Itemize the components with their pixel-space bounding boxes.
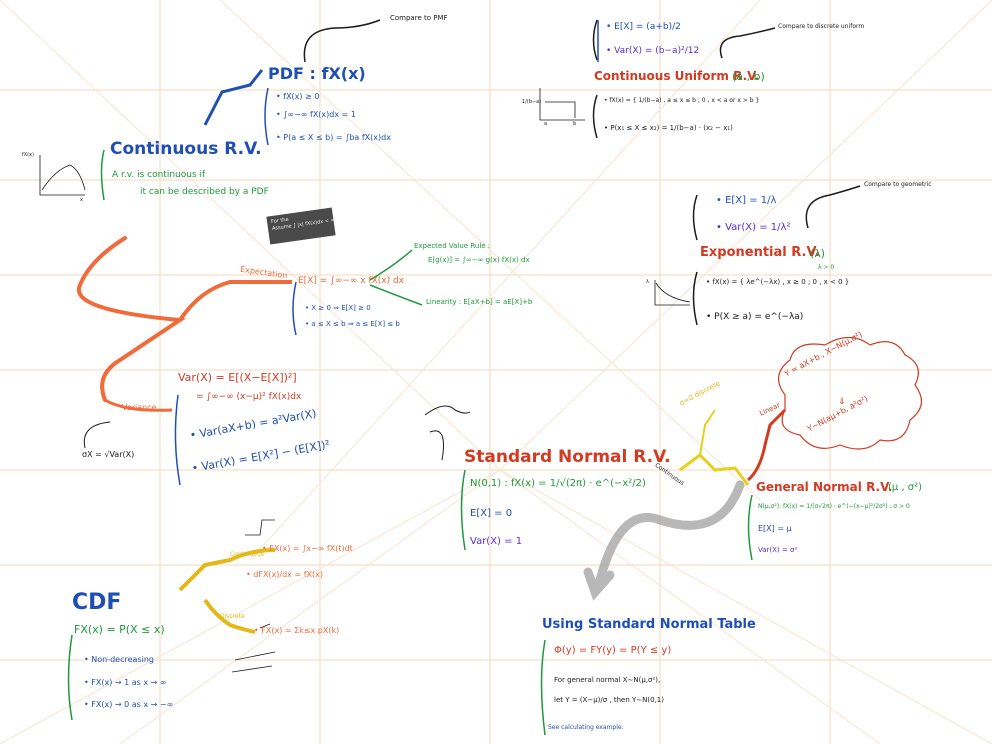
pmf-note-curve [303, 19, 381, 63]
uniform-graph-y-label: 1/(b−a) [522, 99, 542, 105]
cdf-continuous-derivative: • dFX(x)/dx = fX(x) [246, 570, 323, 579]
pdf-property-integral: • ∫∞−∞ fX(x)dx = 1 [276, 110, 356, 119]
cdf-continuous-label: Continuous [230, 551, 264, 558]
cloud-outline [778, 336, 922, 450]
connector-pdf [203, 69, 264, 126]
connector-linear [746, 408, 787, 482]
variance-integral: = ∫∞−∞ (x−μ)² fX(x)dx [196, 392, 302, 402]
bracket-exponential [692, 194, 698, 326]
normal-bell-sketch [424, 405, 471, 461]
variance-definition: Var(X) = E[(X−E[X])²] [178, 371, 297, 384]
connector-expectation [178, 280, 292, 322]
exponential-expectation: • E[X] = 1/λ [716, 195, 777, 206]
uniform-pdf: • fX(x) = { 1/(b−a) , a ≤ x ≤ b ; 0 , x … [604, 97, 760, 104]
uniform-graph-sketch [539, 88, 585, 121]
exponential-note: Compare to geometric [864, 181, 932, 188]
pdf-property-probability: • P(a ≤ X ≤ b) = ∫ba fX(x)dx [276, 133, 391, 142]
cdf-property-nondecreasing: • Non-decreasing [84, 655, 154, 664]
cloud-line-2: ⇓ [838, 397, 846, 407]
bracket-cdf [67, 634, 73, 721]
bracket-general [747, 494, 753, 561]
expectation-property-2: • a ≤ X ≤ b ⇒ a ≤ E[X] ≤ b [305, 320, 400, 328]
exponential-condition: λ > 0 [818, 264, 835, 271]
expectation-definition: E[X] = ∫∞−∞ x fX(x) dx [298, 276, 404, 286]
continuous-desc-2: it can be described by a PDF [140, 187, 269, 197]
uniform-note-curve [719, 27, 776, 59]
general-normal-expectation: E[X] = μ [758, 524, 792, 533]
uniform-title: Continuous Uniform R.V. [594, 69, 760, 83]
cdf-definition: FX(x) = P(X ≤ x) [74, 623, 165, 636]
exponential-graph-sketch [654, 280, 691, 306]
continuous-graph-y-label: fX(x) [22, 152, 35, 158]
exponential-variance: • Var(X) = 1/λ² [716, 222, 791, 233]
continuous-title: Continuous R.V. [110, 139, 262, 159]
general-normal-definition: N(μ,σ²): fX(x) = 1/(σ√2π) · e^(−(x−μ)²/2… [758, 503, 910, 510]
uniform-note: Compare to discrete uniform [778, 23, 865, 30]
standard-normal-definition: N(0,1) : fX(x) = 1/√(2π) · e^(−x²/2) [470, 478, 646, 489]
variance-sigma-curve [83, 421, 111, 449]
bracket-expectation [292, 281, 297, 336]
continuous-graph-x-label: x [80, 197, 83, 203]
linearity-rule: Linearity : E[aX+b] = aE[X]+b [426, 298, 533, 306]
cdf-property-limit-infinity: • FX(x) → 1 as x → ∞ [84, 678, 167, 687]
sigma-definition: σX = √Var(X) [82, 450, 135, 459]
pdf-property-nonnegative: • fX(x) ≥ 0 [276, 92, 320, 101]
uniform-graph-b-label: b [573, 121, 577, 127]
standard-normal-table-line-1: For general normal X∼N(μ,σ²), [554, 676, 661, 684]
pdf-title: PDF : fX(x) [268, 64, 366, 83]
bracket-pdf [264, 87, 269, 146]
cdf-step-sketch [231, 519, 276, 673]
standard-normal-title: Standard Normal R.V. [464, 447, 671, 467]
cdf-discrete-definition: • FX(x) = Σk≤x pX(k) [254, 626, 340, 635]
uniform-variance: • Var(X) = (b−a)²/12 [606, 46, 700, 56]
exponential-title: Exponential R.V. [700, 245, 820, 260]
general-to-table-arrow [583, 480, 745, 601]
standard-normal-table-title: Using Standard Normal Table [542, 617, 756, 632]
connector-expectation-rules [369, 249, 423, 306]
general-normal-title: General Normal R.V. [756, 480, 893, 494]
bracket-continuous [100, 149, 105, 201]
connector-general-branches [679, 453, 750, 486]
standard-normal-table-definition: Φ(y) = FY(y) = P(Y ≤ y) [554, 645, 672, 656]
connector-orange-main [76, 236, 186, 402]
continuous-graph-sketch [39, 155, 86, 196]
cdf-continuous-definition: • FX(x) = ∫x−∞ fX(t)dt [262, 544, 353, 553]
expected-value-rule-title: Expected Value Rule : [414, 242, 491, 250]
standard-normal-table-footer: See calculating example. [548, 724, 624, 731]
bracket-standard [460, 469, 466, 551]
bracket-table [540, 639, 546, 736]
exponential-pdf: • fX(x) = { λe^(−λx) , x ≥ 0 ; 0 , x < 0… [706, 278, 850, 286]
exponential-probability: • P(X ≥ a) = e^(−λa) [706, 312, 804, 322]
general-normal-variance: Var(X) = σ² [758, 546, 798, 554]
exponential-note-curve [805, 185, 861, 229]
uniform-params: (a , b) [732, 70, 765, 83]
expectation-property-1: • X ≥ 0 ⇒ E[X] ≥ 0 [305, 304, 371, 312]
uniform-probability: • P(x₁ ≤ X ≤ x₂) = 1/(b−a) · (x₂ − x₁) [604, 124, 733, 132]
bracket-uniform [592, 19, 598, 139]
exponential-graph-y-label: λ [646, 279, 649, 285]
variance-label: Variance [122, 403, 157, 412]
cdf-discrete-label: Discrete [220, 613, 245, 620]
continuous-desc-1: A r.v. is continuous if [112, 170, 206, 180]
cdf-title: CDF [72, 590, 122, 615]
exponential-params: (λ) [810, 247, 826, 260]
standard-normal-table-line-2: let Y = (X−μ)/σ , then Y∼N(0,1) [554, 696, 664, 704]
bracket-variance [174, 394, 181, 486]
connector-variance [104, 398, 173, 412]
expected-value-rule: E[g(x)] = ∫∞−∞ g(x) fX(x) dx [428, 256, 530, 264]
uniform-expectation: • E[X] = (a+b)/2 [606, 22, 681, 32]
pdf-note: Compare to PMF [390, 14, 448, 22]
cdf-property-limit-neg-infinity: • FX(x) → 0 as x → −∞ [84, 700, 174, 709]
standard-normal-expectation: E[X] = 0 [470, 508, 513, 519]
general-normal-params: (μ , σ²) [888, 482, 923, 493]
standard-normal-variance: Var(X) = 1 [470, 536, 523, 547]
connector-discrete-branch [699, 409, 716, 456]
uniform-graph-a-label: a [544, 121, 548, 127]
connector-cdf [178, 548, 276, 634]
